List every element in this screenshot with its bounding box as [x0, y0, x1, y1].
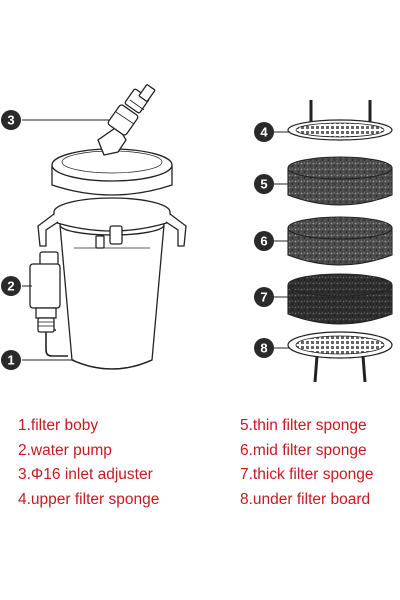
inlet-adjuster: [97, 84, 156, 156]
thin-filter-sponge: [287, 156, 393, 206]
badge-1-number: 1: [7, 353, 14, 368]
thick-filter-sponge: [287, 273, 393, 325]
badge-2: 2: [1, 276, 21, 296]
badge-1: 1: [1, 350, 21, 370]
badge-4-number: 4: [260, 125, 268, 140]
water-pump: [29, 251, 61, 333]
filter-lid: [51, 148, 173, 196]
under-filter-board: [287, 331, 393, 383]
badge-6-number: 6: [260, 234, 267, 249]
legend-item-2: 2.water pump: [18, 441, 112, 459]
legend-right-column: 5.thin filter sponge 6.mid filter sponge…: [240, 414, 374, 512]
legend-item-7: 7.thick filter sponge: [240, 466, 374, 483]
upper-filter-board: [287, 100, 393, 141]
mid-filter-sponge: [287, 216, 393, 266]
legend-left-column: 1.filter boby 2.water pump 3.Φ16 inlet a…: [18, 414, 159, 512]
badge-3-number: 3: [7, 113, 14, 128]
badge-3: 3: [1, 110, 21, 130]
badge-7-number: 7: [260, 290, 267, 305]
filter-body: [37, 197, 187, 370]
legend-item-3: 3.Φ16 inlet adjuster: [18, 466, 153, 483]
legend-item-8: 8.under filter board: [240, 490, 371, 508]
legend-item-4: 4.upper filter sponge: [18, 490, 160, 508]
badge-8: 8: [254, 338, 274, 358]
legend-item-5: 5.thin filter sponge: [240, 417, 367, 434]
badge-2-number: 2: [7, 279, 14, 294]
badge-6: 6: [254, 231, 274, 251]
badge-5-number: 5: [260, 177, 267, 192]
callout-lines-left: [22, 119, 110, 361]
badge-7: 7: [254, 287, 274, 307]
badge-5: 5: [254, 174, 274, 194]
legend-item-1: 1.filter boby: [18, 417, 99, 434]
legend-item-6: 6.mid filter sponge: [240, 441, 367, 459]
badge-8-number: 8: [260, 341, 267, 356]
badge-4: 4: [254, 122, 274, 142]
